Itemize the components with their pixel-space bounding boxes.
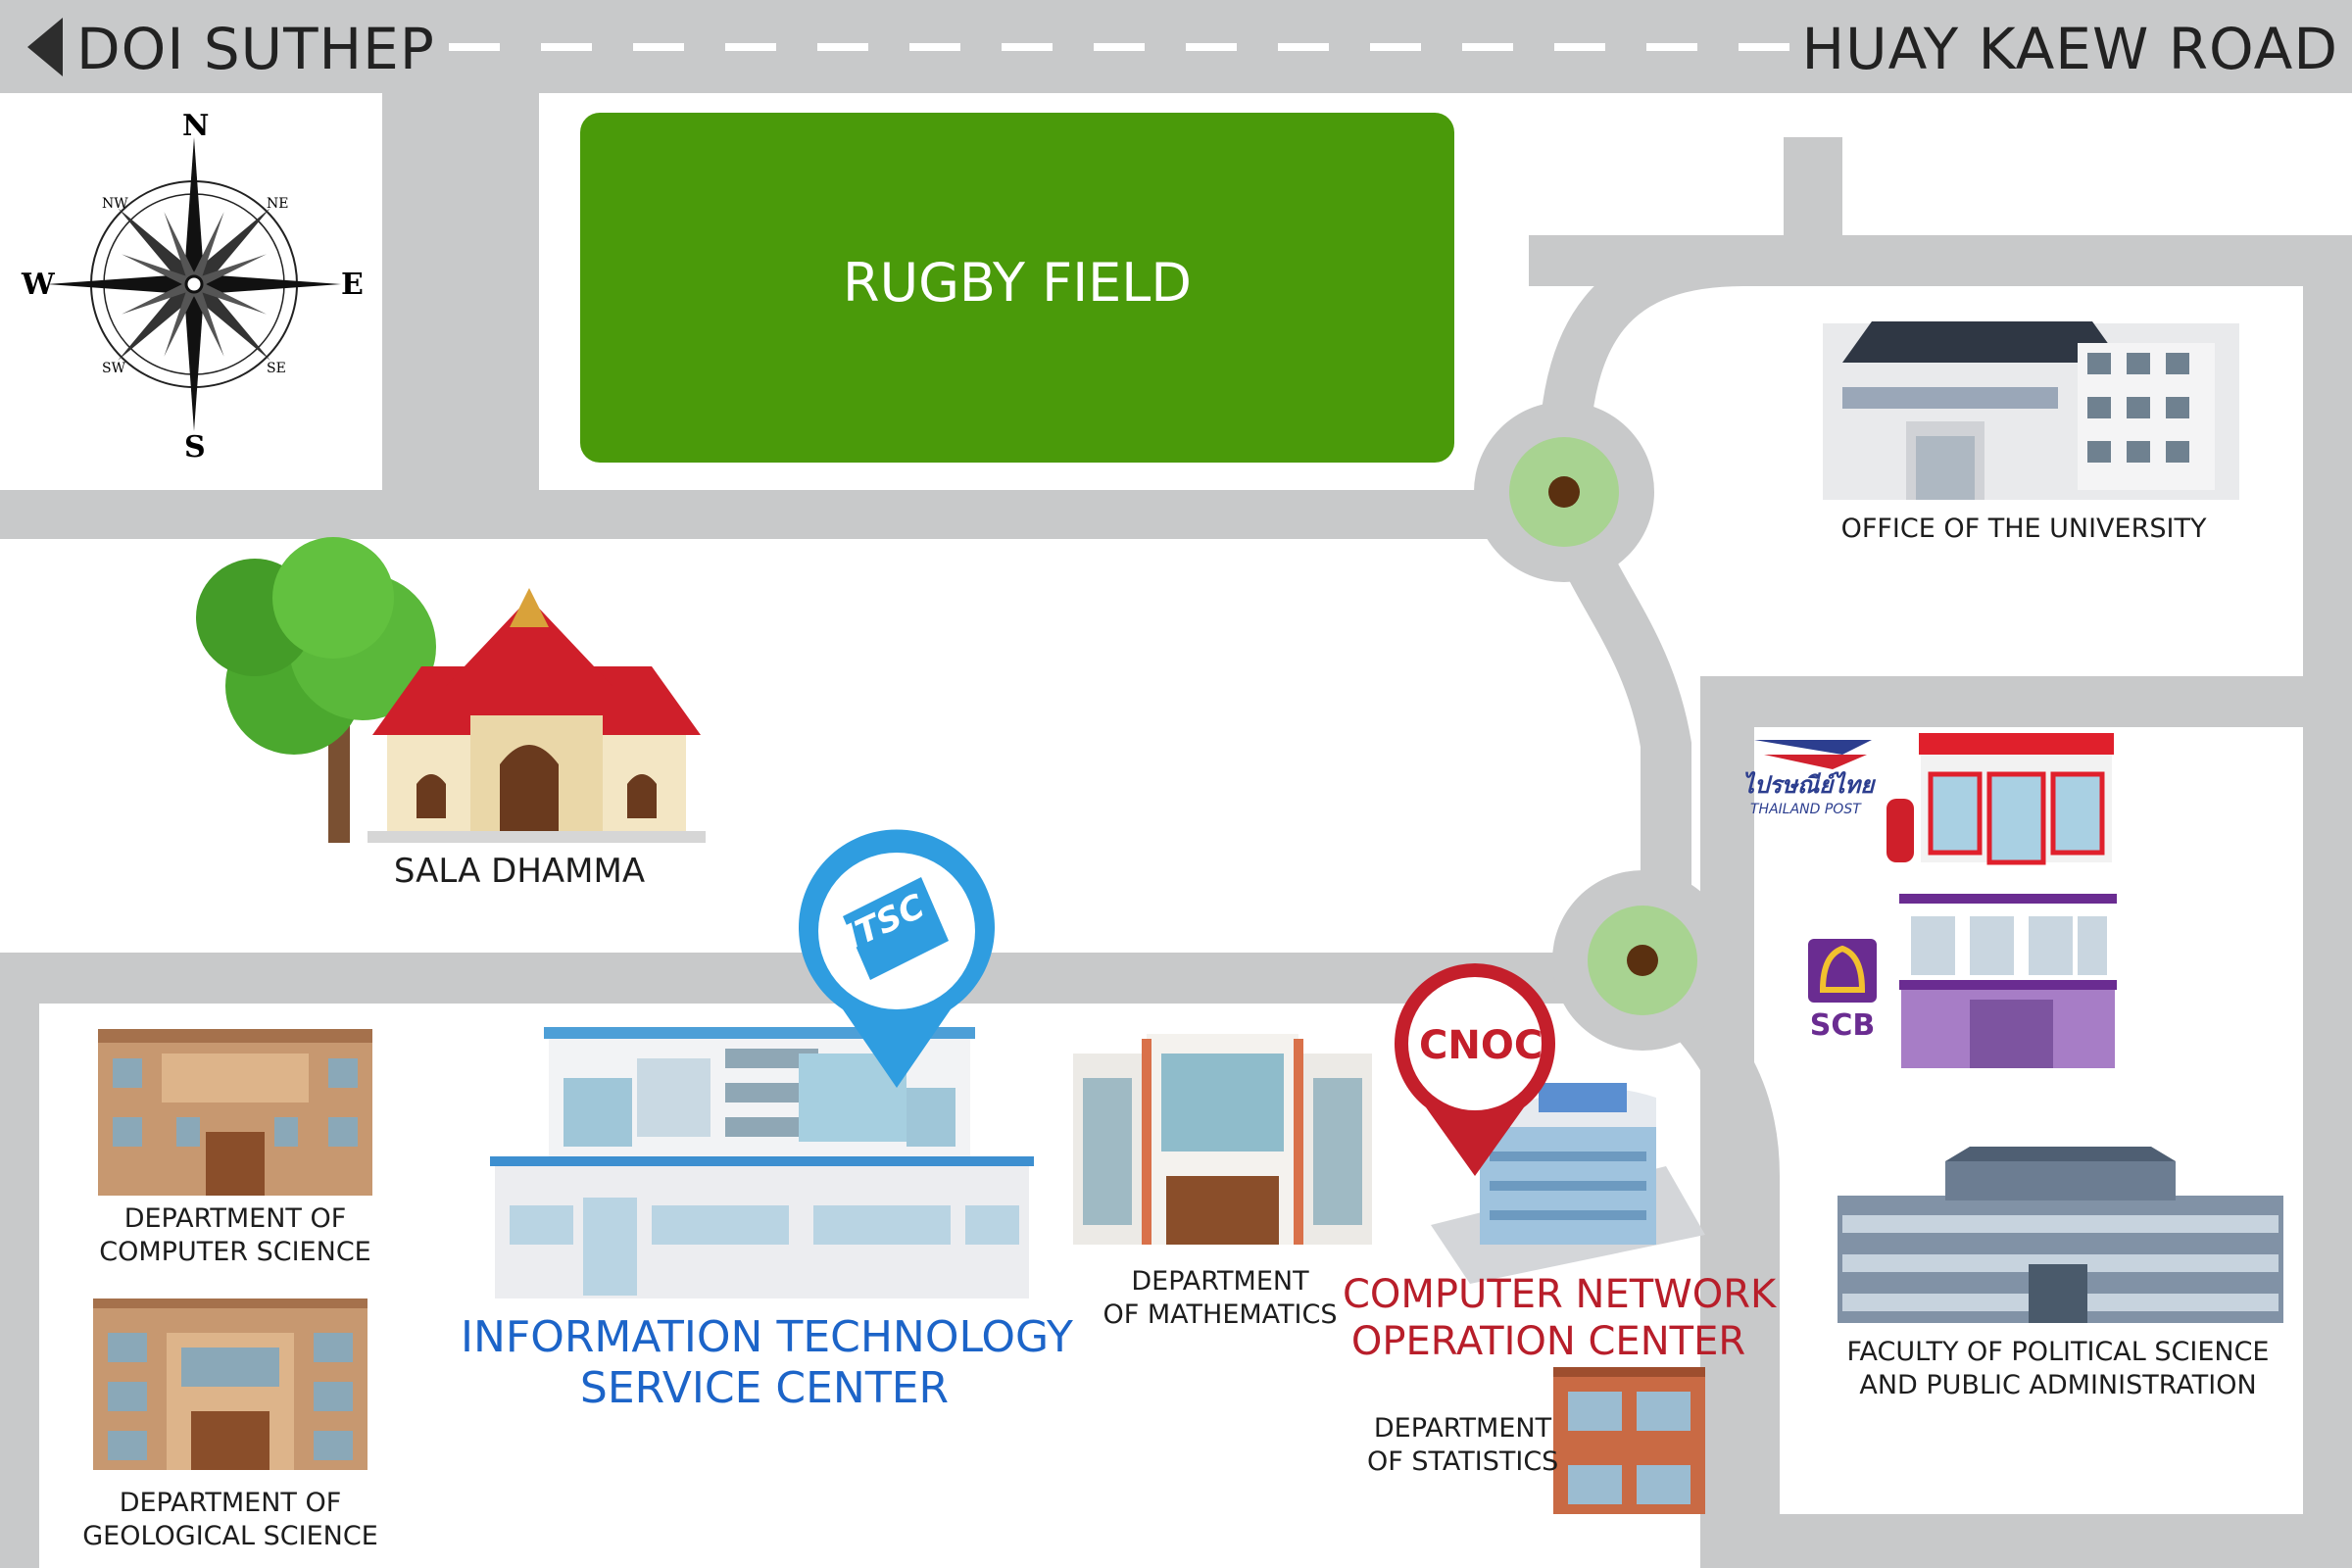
rugby-field-label: RUGBY FIELD bbox=[843, 252, 1192, 314]
math-label-line2: OF MATHEMATICS bbox=[1102, 1299, 1338, 1330]
roundabout-lower bbox=[1552, 870, 1733, 1051]
road-right-mid-horizontal bbox=[1700, 676, 2352, 727]
compass-sw-label: SW bbox=[102, 361, 125, 376]
itsc-label-line2: SERVICE CENTER bbox=[579, 1363, 950, 1413]
political-science-building-icon[interactable] bbox=[1838, 1147, 2283, 1323]
polsci-label-line1: FACULTY OF POLITICAL SCIENCE bbox=[1846, 1337, 2270, 1367]
road-top bbox=[0, 0, 2352, 93]
road-left-vertical-bottom bbox=[0, 953, 39, 1568]
computer-science-building-icon[interactable] bbox=[98, 1029, 372, 1196]
thailand-post-thai-text: ไปรษณีย์ไทย bbox=[1742, 771, 1875, 799]
cs-label-line2: COMPUTER SCIENCE bbox=[99, 1237, 371, 1267]
compass-west-label: W bbox=[22, 268, 55, 302]
mathematics-building-icon[interactable] bbox=[1073, 1034, 1372, 1245]
arrow-left-icon bbox=[27, 18, 63, 76]
compass-rose-icon bbox=[47, 137, 341, 431]
itsc-label-line1: INFORMATION TECHNOLOGY bbox=[461, 1312, 1073, 1362]
compass-east-label: E bbox=[341, 268, 364, 302]
road-far-right-vertical bbox=[2303, 235, 2352, 1568]
math-label-line1: DEPARTMENT bbox=[1131, 1266, 1309, 1297]
geo-label-line2: GEOLOGICAL SCIENCE bbox=[82, 1521, 378, 1551]
road-upper-horizontal bbox=[0, 490, 1529, 539]
scb-logo-text: SCB bbox=[1809, 1008, 1876, 1043]
thailand-post-logo-icon bbox=[1754, 740, 1872, 769]
cnoc-label-line2: OPERATION CENTER bbox=[1350, 1319, 1746, 1364]
sala-dhamma-temple-icon[interactable] bbox=[368, 588, 706, 843]
compass-se-label: SE bbox=[267, 361, 286, 376]
compass-nw-label: NW bbox=[102, 196, 128, 212]
itsc-building-icon[interactable] bbox=[490, 1027, 1034, 1298]
rugby-field[interactable] bbox=[580, 113, 1454, 463]
office-university-building-icon[interactable] bbox=[1823, 321, 2239, 500]
statistics-building-icon[interactable] bbox=[1553, 1367, 1705, 1514]
lane-dashes bbox=[449, 43, 1789, 51]
itsc-location-pin-icon[interactable] bbox=[798, 829, 995, 1088]
road-bottom-right-horizontal bbox=[1754, 1514, 2352, 1568]
road-label-huay-kaew: HUAY KAEW ROAD bbox=[1801, 16, 2338, 82]
sala-dhamma-label: SALA DHAMMA bbox=[393, 852, 646, 891]
compass-south-label: S bbox=[184, 430, 206, 465]
geological-science-building-icon[interactable] bbox=[93, 1298, 368, 1470]
post-office-building-icon[interactable] bbox=[1886, 733, 2114, 865]
scb-logo-icon bbox=[1808, 939, 1877, 1003]
stat-label-line1: DEPARTMENT bbox=[1373, 1413, 1552, 1444]
road-right-spur bbox=[1784, 137, 1842, 245]
cnoc-label-line1: COMPUTER NETWORK bbox=[1343, 1272, 1777, 1317]
road-left-vertical-top bbox=[382, 93, 539, 495]
cnoc-building-icon[interactable] bbox=[1431, 1083, 1705, 1284]
thailand-post-english-text: THAILAND POST bbox=[1750, 802, 1861, 817]
cnoc-pin-label: CNOC bbox=[1419, 1023, 1544, 1068]
roundabout-upper bbox=[1474, 402, 1654, 582]
polsci-label-line2: AND PUBLIC ADMINISTRATION bbox=[1859, 1370, 2257, 1400]
cnoc-location-pin-icon[interactable] bbox=[1394, 963, 1555, 1176]
geo-label-line1: DEPARTMENT OF bbox=[119, 1488, 342, 1518]
scb-bank-building-icon[interactable] bbox=[1899, 894, 2117, 1068]
office-university-label: OFFICE OF THE UNIVERSITY bbox=[1840, 514, 2207, 544]
compass-ne-label: NE bbox=[267, 196, 289, 212]
cs-label-line1: DEPARTMENT OF bbox=[123, 1203, 347, 1234]
stat-label-line2: OF STATISTICS bbox=[1367, 1446, 1559, 1477]
tree-icon bbox=[196, 537, 436, 843]
compass-north-label: N bbox=[182, 109, 210, 143]
road-label-doi-suthep: DOI SUTHEP bbox=[76, 16, 435, 82]
